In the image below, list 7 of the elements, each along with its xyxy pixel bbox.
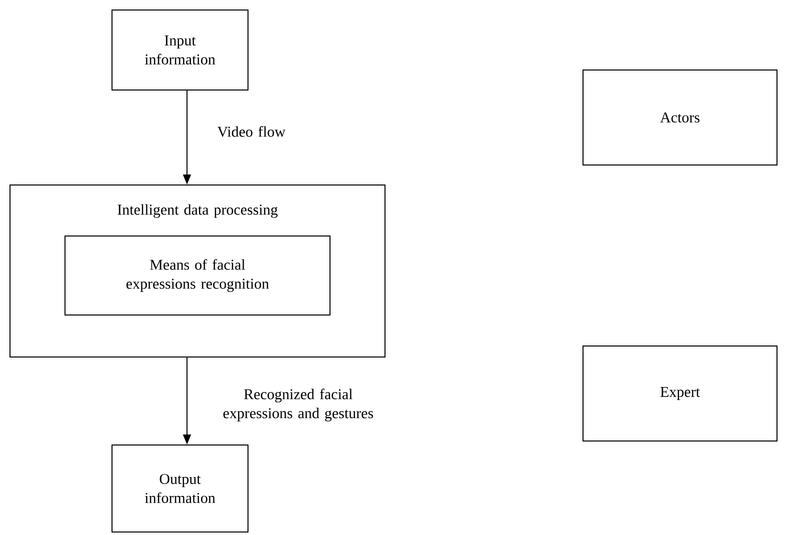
process-box: Expert <box>582 346 778 442</box>
process-box: Input information <box>112 10 248 90</box>
process-box: Means of facial expressions recognition <box>64 236 330 316</box>
edge-label: Recognized facial expressions and gestures <box>223 388 374 422</box>
edge-label: Video flow <box>217 126 286 137</box>
process-box: Actors <box>582 70 778 166</box>
process-box: Output information <box>112 444 248 532</box>
